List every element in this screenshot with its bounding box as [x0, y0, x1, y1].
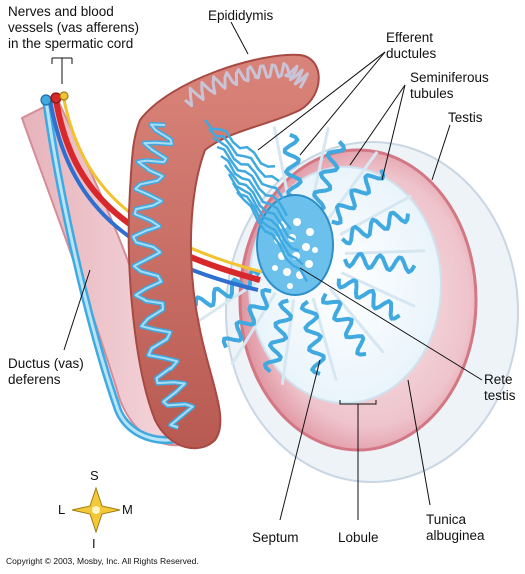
efferent-ductule [212, 136, 285, 200]
seminiferous-tubule [193, 269, 261, 308]
seminiferous-tubule [342, 252, 417, 274]
leader-lines [51, 21, 483, 521]
epididymis [127, 53, 320, 450]
copyright-notice: Copyright © 2003, Mosby, Inc. All Rights… [6, 556, 199, 566]
efferent-ductule [231, 182, 304, 266]
efferent-ductule [227, 173, 300, 252]
seminiferous-tubule [336, 278, 401, 321]
epididymis-coils [130, 62, 309, 430]
seminiferous-tubule [312, 140, 346, 213]
septum-line [311, 297, 338, 382]
septum-line [328, 287, 385, 354]
label-testis: Testis [448, 110, 483, 125]
seminiferous-tubule [321, 292, 367, 357]
epididymis-duct-highlight [132, 123, 194, 429]
compass-lateral: L [58, 502, 66, 517]
efferent-ductule [204, 119, 276, 168]
blood-vessel-red [53, 99, 261, 283]
rete-testis [256, 194, 334, 296]
seminiferous-tubule [221, 288, 272, 349]
septum-line [280, 299, 296, 386]
epididymis-head-coil [184, 62, 309, 108]
label-ductus-deferens: Ductus (vas)deferens [8, 356, 84, 387]
efferent-ductules [204, 119, 309, 283]
seminiferous-tubule [340, 210, 410, 246]
label-epididymis: Epididymis [208, 8, 274, 23]
compass-inferior: I [92, 536, 96, 551]
efferent-ductule [220, 154, 292, 231]
orientation-compass [71, 486, 121, 534]
efferent-ductule [208, 128, 280, 183]
blood-vessel-blue [48, 99, 259, 292]
efferent-ductule [236, 191, 309, 283]
label-septum: Septum [252, 530, 299, 545]
compass-superior: S [90, 468, 99, 483]
compass-medial: M [122, 502, 133, 517]
seminiferous-tubule [331, 168, 386, 226]
label-lobule: Lobule [338, 530, 379, 545]
seminiferous-tubule [299, 299, 326, 376]
efferent-ductule [224, 164, 296, 242]
seminiferous-tubule [262, 298, 293, 374]
cord-vessel-ends [40, 91, 69, 106]
nerve-yellow [62, 99, 263, 274]
efferent-ductule [216, 145, 289, 217]
